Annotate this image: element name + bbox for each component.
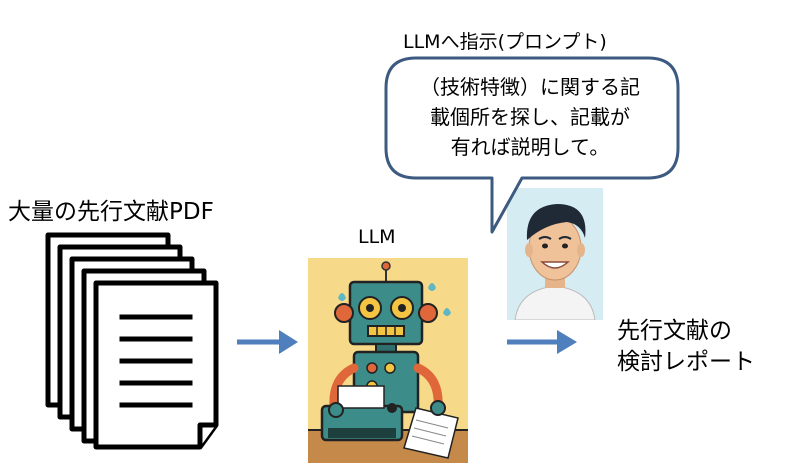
report-label-line1: 先行文献の — [617, 318, 732, 344]
report-label: 先行文献の 検討レポート — [617, 316, 755, 378]
llm-label: LLM — [358, 226, 396, 248]
arrow-right-icon — [507, 330, 577, 354]
prompt-text: （技術特徴）に関する記 載個所を探し、記載が 有れば説明して。 — [398, 72, 662, 162]
documents-label: 大量の先行文献PDF — [8, 199, 214, 225]
person-avatar-icon — [507, 188, 603, 320]
prompt-text-line: 載個所を探し、記載が — [430, 105, 630, 129]
prompt-title: LLMへ指示(プロンプト) — [403, 31, 607, 53]
report-label-line2: 検討レポート — [617, 349, 755, 375]
robot-typewriter-icon — [308, 258, 468, 463]
prompt-text-line: （技術特徴）に関する記 — [420, 75, 640, 99]
prompt-text-line: 有れば説明して。 — [450, 135, 610, 159]
speech-bubble — [384, 56, 680, 234]
arrow-right-icon — [237, 330, 298, 354]
document-stack-icon — [45, 232, 219, 450]
